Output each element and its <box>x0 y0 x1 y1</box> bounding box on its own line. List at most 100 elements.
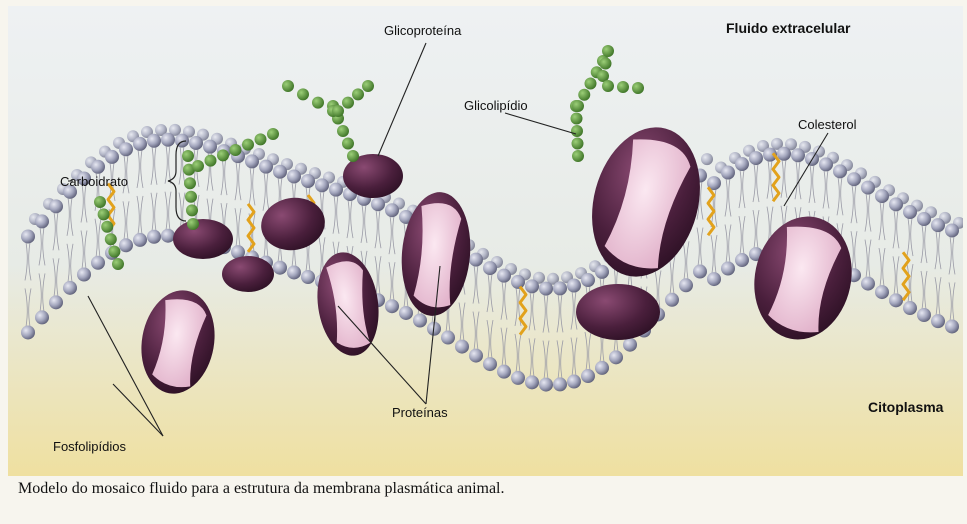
carbohydrate-unit <box>585 78 597 90</box>
phospholipid-head <box>63 281 77 295</box>
phospholipid-head <box>735 253 749 267</box>
carbohydrate-unit <box>230 144 242 156</box>
carbohydrate-unit <box>342 138 354 150</box>
carbohydrate-unit <box>600 58 612 70</box>
carbohydrate-unit <box>602 80 614 92</box>
label-fosfolipidios: Fosfolipídios <box>53 439 126 454</box>
phospholipid-head <box>721 261 735 275</box>
phospholipid-head <box>133 137 147 151</box>
phospholipid-head <box>539 378 553 392</box>
phospholipid-head <box>553 377 567 391</box>
phospholipid-head <box>735 157 749 171</box>
label-glicoproteina: Glicoproteína <box>384 23 461 38</box>
phospholipid-head <box>483 261 497 275</box>
phospholipid-head <box>595 361 609 375</box>
phospholipid-head <box>147 230 161 244</box>
phospholipid-head <box>525 279 539 293</box>
carbohydrate-unit <box>108 246 120 258</box>
phospholipid-head <box>301 270 315 284</box>
carbohydrate-unit <box>572 138 584 150</box>
phospholipid-head <box>413 314 427 328</box>
phospholipid-head <box>889 197 903 211</box>
carbohydrate-unit <box>217 149 229 161</box>
phospholipid-head <box>329 183 343 197</box>
phospholipid-head <box>511 275 525 289</box>
label-colesterol: Colesterol <box>798 117 857 132</box>
phospholipid-head <box>287 265 301 279</box>
phospholipid-head <box>707 272 721 286</box>
membrane-diagram <box>8 6 963 476</box>
carbohydrate-unit <box>187 218 199 230</box>
carbohydrate-unit <box>192 160 204 172</box>
phospholipid-head <box>469 349 483 363</box>
phospholipid-head <box>665 293 679 307</box>
phospholipid-head <box>581 369 595 383</box>
phospholipid-head <box>301 174 315 188</box>
phospholipid-head <box>931 314 945 328</box>
phospholipid-head <box>147 134 161 148</box>
protein-body <box>222 256 274 292</box>
carbohydrate-unit <box>182 150 194 162</box>
carbohydrate-unit <box>185 191 197 203</box>
phospholipid-head <box>889 293 903 307</box>
carbohydrate-unit <box>571 125 583 137</box>
phospholipid-head <box>833 164 847 178</box>
phospholipid-head <box>567 375 581 389</box>
carbohydrate-unit <box>112 258 124 270</box>
phospholipid-head <box>385 203 399 217</box>
phospholipid-head <box>441 331 455 345</box>
phospholipid-head <box>203 140 217 154</box>
carbohydrate-unit <box>347 150 359 162</box>
phospholipid-head <box>875 285 889 299</box>
phospholipid-head <box>917 212 931 226</box>
phospholipid-head <box>539 282 553 296</box>
carbohydrate-unit <box>282 80 294 92</box>
phospholipid-head <box>189 136 203 150</box>
phospholipid-head <box>945 223 959 237</box>
phospholipid-head <box>497 269 511 283</box>
phospholipid-head <box>511 371 525 385</box>
phospholipid-head <box>49 199 63 213</box>
phospholipid-head <box>245 154 259 168</box>
phospholipid-head <box>875 189 889 203</box>
protein <box>173 219 233 259</box>
phospholipid-head <box>273 261 287 275</box>
phospholipid-head <box>385 299 399 313</box>
phospholipid-head <box>35 310 49 324</box>
phospholipid-head <box>861 181 875 195</box>
phospholipid-head <box>399 306 413 320</box>
phospholipid-head <box>497 365 511 379</box>
membrane-figure: Fluido extracelular Citoplasma Glicoprot… <box>8 6 963 476</box>
carbohydrate-unit <box>267 128 279 140</box>
carbohydrate-unit <box>94 196 106 208</box>
phospholipid-head <box>693 265 707 279</box>
phospholipid-head <box>777 147 791 161</box>
phospholipid-head <box>91 256 105 270</box>
phospholipid-head <box>21 325 35 339</box>
phospholipid-head <box>175 134 189 148</box>
phospholipid-head <box>945 319 959 333</box>
label-glicolipidio: Glicolipídio <box>464 98 528 113</box>
phospholipid-head <box>161 133 175 147</box>
carbohydrate-unit <box>242 139 254 151</box>
carbohydrate-unit <box>578 89 590 101</box>
phospholipid-head <box>119 142 133 156</box>
carbohydrate-unit <box>572 150 584 162</box>
carbohydrate-unit <box>205 155 217 167</box>
phospholipid-head <box>553 281 567 295</box>
phospholipid-head <box>609 350 623 364</box>
phospholipid-head <box>701 153 713 165</box>
phospholipid-head <box>35 214 49 228</box>
carbohydrate-unit <box>617 81 629 93</box>
phospholipid-head <box>749 151 763 165</box>
phospholipid-head <box>623 338 637 352</box>
protein-body <box>173 219 233 259</box>
carbohydrate-unit <box>332 105 344 117</box>
carbohydrate-unit <box>572 100 584 112</box>
label-fluido-extracelular: Fluido extracelular <box>726 20 850 36</box>
carbohydrate-unit <box>362 80 374 92</box>
phospholipid-head <box>119 238 133 252</box>
phospholipid-head <box>567 279 581 293</box>
phospholipid-head <box>847 172 861 186</box>
protein <box>222 256 274 292</box>
